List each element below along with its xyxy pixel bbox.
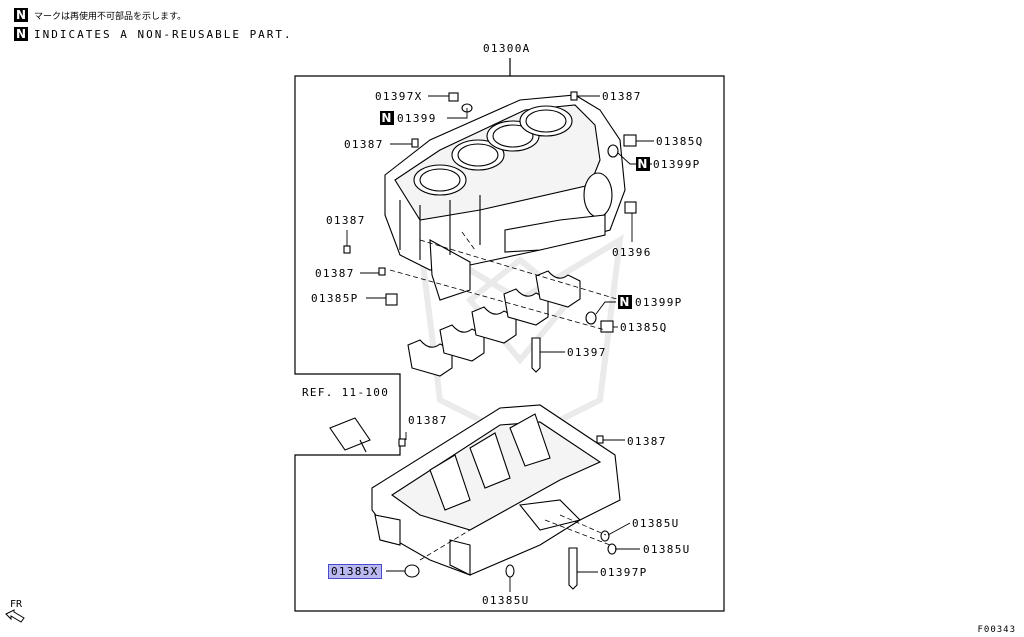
alignment-lines xyxy=(389,231,621,561)
bearing-caps xyxy=(407,270,581,377)
reference-label[interactable]: REF. 11-100 xyxy=(302,386,390,399)
small-parts xyxy=(343,91,637,590)
part-label-01397x[interactable]: 01397X xyxy=(375,90,423,103)
front-marker: FR xyxy=(10,599,23,610)
part-label-01387-lower-left[interactable]: 01387 xyxy=(408,414,448,427)
part-number-text: 01399P xyxy=(653,157,701,171)
part-label-01385q-mid[interactable]: 01385Q xyxy=(620,321,668,334)
front-arrow-icon xyxy=(5,609,25,623)
part-label-01387-left-2[interactable]: 01387 xyxy=(326,214,366,227)
sealant-tube-icon xyxy=(329,417,371,453)
part-label-01385u-1[interactable]: 01385U xyxy=(632,517,680,530)
part-number-text: 01399 xyxy=(397,111,437,125)
lower-crankcase xyxy=(371,404,621,576)
non-reusable-badge: N xyxy=(14,27,28,41)
part-label-01396[interactable]: 01396 xyxy=(612,246,652,259)
part-label-01399p-mid[interactable]: N 01399P xyxy=(618,295,683,309)
part-label-01387-left[interactable]: 01387 xyxy=(344,138,384,151)
leader-lines xyxy=(346,95,654,592)
non-reusable-badge: N xyxy=(636,157,650,171)
assembly-frame xyxy=(294,58,725,612)
part-label-01385u-2[interactable]: 01385U xyxy=(643,543,691,556)
non-reusable-badge: N xyxy=(380,111,394,125)
part-label-01387-top[interactable]: 01387 xyxy=(602,90,642,103)
part-label-01387-left-3[interactable]: 01387 xyxy=(315,267,355,280)
part-label-01385p[interactable]: 01385P xyxy=(311,292,359,305)
legend-japanese-text: マークは再使用不可部品を示します。 xyxy=(34,11,187,22)
part-label-01397p[interactable]: 01397P xyxy=(600,566,648,579)
part-number-text: 01399P xyxy=(635,295,683,309)
non-reusable-badge: N xyxy=(618,295,632,309)
part-label-01385x-highlighted[interactable]: 01385X xyxy=(328,564,382,579)
assembly-number: 01300A xyxy=(483,42,531,55)
legend-japanese: N マークは再使用不可部品を示します。 xyxy=(14,8,186,22)
cylinder-block xyxy=(384,94,626,301)
part-label-01387-lower-right[interactable]: 01387 xyxy=(627,435,667,448)
part-label-01397[interactable]: 01397 xyxy=(567,346,607,359)
part-label-01399[interactable]: N 01399 xyxy=(380,111,437,125)
legend-english-text: INDICATES A NON-REUSABLE PART. xyxy=(34,27,293,41)
part-label-01385u-bottom[interactable]: 01385U xyxy=(482,594,530,607)
figure-code: F00343 xyxy=(977,625,1016,635)
legend-english: N INDICATES A NON-REUSABLE PART. xyxy=(14,27,293,41)
part-label-01385q-top[interactable]: 01385Q xyxy=(656,135,704,148)
part-label-01399p-top[interactable]: N 01399P xyxy=(636,157,701,171)
non-reusable-badge: N xyxy=(14,8,28,22)
